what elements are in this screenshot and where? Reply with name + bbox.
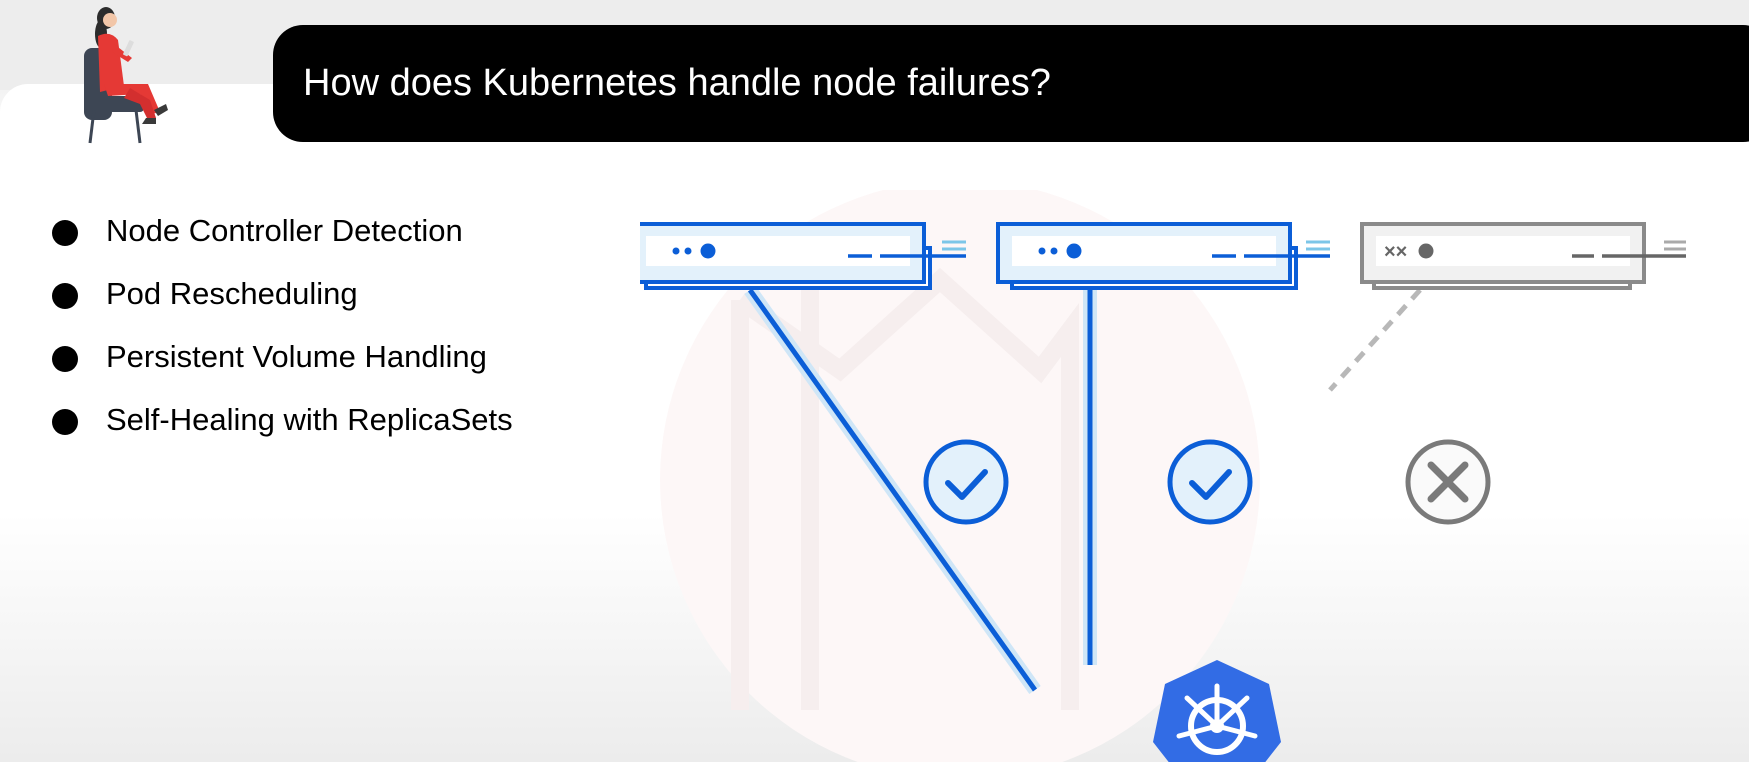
server-node-healthy <box>996 222 1330 290</box>
presenter-illustration <box>84 7 168 144</box>
page-title: How does Kubernetes handle node failures… <box>303 62 1051 104</box>
bullet-dot <box>52 346 78 372</box>
connection-line-node-3 <box>1328 288 1422 392</box>
check-icon <box>923 439 1009 525</box>
bullet-dot <box>52 283 78 309</box>
node-failure-diagram: ×× <box>640 190 1686 762</box>
check-icon <box>1167 439 1253 525</box>
bullet-text: Persistent Volume Handling <box>106 339 487 374</box>
kubernetes-helm-icon <box>1153 660 1281 762</box>
list-item: Persistent Volume Handling <box>52 331 513 394</box>
x-icon <box>1405 439 1491 525</box>
list-item: Node Controller Detection <box>52 205 513 268</box>
bullet-text: Node Controller Detection <box>106 213 463 248</box>
bullet-text: Self-Healing with ReplicaSets <box>106 402 513 437</box>
title-bar: How does Kubernetes handle node failures… <box>273 25 1749 142</box>
list-item: Pod Rescheduling <box>52 268 513 331</box>
watermark-lines <box>731 267 1079 710</box>
bullet-dot <box>52 409 78 435</box>
server-node-healthy <box>640 222 966 290</box>
server-node-failed: ×× <box>1360 222 1686 290</box>
bullet-dot <box>52 220 78 246</box>
connection-line-node-1 <box>747 288 1038 692</box>
bullet-text: Pod Rescheduling <box>106 276 358 311</box>
bullet-list: Node Controller Detection Pod Rescheduli… <box>52 205 513 457</box>
svg-text:××: ×× <box>1384 241 1407 263</box>
list-item: Self-Healing with ReplicaSets <box>52 394 513 457</box>
